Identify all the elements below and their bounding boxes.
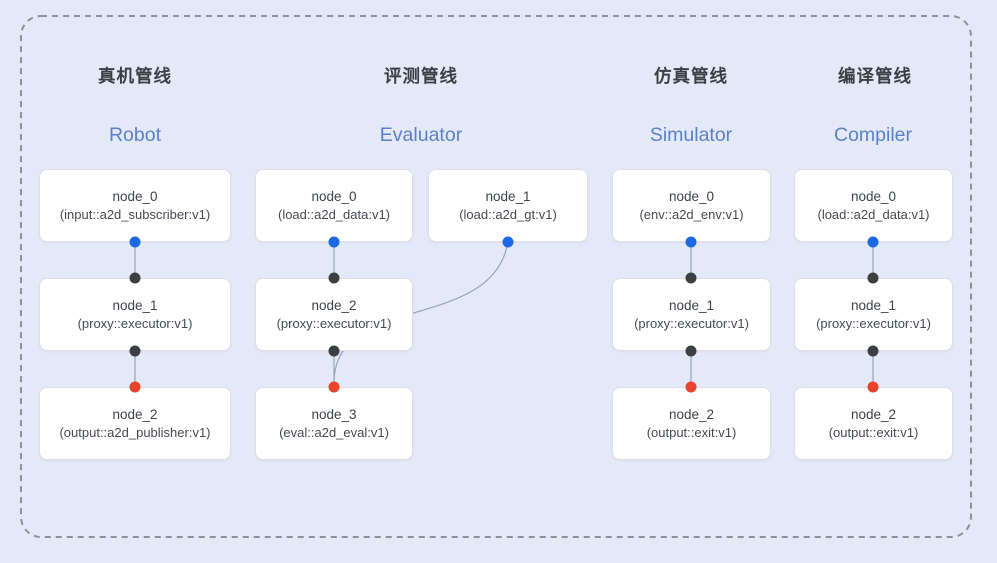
simulator-node-2: node_2 (output::exit:v1): [612, 387, 771, 460]
node-subtitle: (proxy::executor:v1): [276, 316, 392, 332]
sink-port-dot: [328, 381, 340, 393]
robot-node-1: node_1 (proxy::executor:v1): [39, 278, 231, 351]
evaluator-node-0: node_0 (load::a2d_data:v1): [255, 169, 413, 242]
source-port-dot: [685, 236, 697, 248]
node-subtitle: (load::a2d_gt:v1): [459, 207, 557, 223]
sink-port-dot: [685, 381, 697, 393]
node-subtitle: (output::exit:v1): [828, 425, 919, 441]
node-title: node_1: [485, 188, 531, 204]
simulator-node-0: node_0 (env::a2d_env:v1): [612, 169, 771, 242]
compiler-node-0: node_0 (load::a2d_data:v1): [794, 169, 953, 242]
source-port-dot: [502, 236, 514, 248]
compiler-node-2: node_2 (output::exit:v1): [794, 387, 953, 460]
input-port-dot: [129, 272, 141, 284]
node-subtitle: (eval::a2d_eval:v1): [279, 425, 389, 441]
node-title: node_2: [112, 406, 158, 422]
output-port-dot: [867, 345, 879, 357]
evaluator-node-3: node_3 (eval::a2d_eval:v1): [255, 387, 413, 460]
input-port-dot: [328, 272, 340, 284]
node-title: node_2: [668, 406, 715, 422]
node-subtitle: (input::a2d_subscriber:v1): [59, 207, 211, 223]
source-port-dot: [328, 236, 340, 248]
node-title: node_3: [311, 406, 357, 422]
dashed-container-border: [20, 15, 972, 538]
node-title: node_0: [112, 188, 158, 204]
node-title: node_2: [850, 406, 897, 422]
node-title: node_1: [112, 297, 158, 313]
sink-port-dot: [867, 381, 879, 393]
node-subtitle: (output::exit:v1): [646, 425, 737, 441]
output-port-dot: [129, 345, 141, 357]
source-port-dot: [129, 236, 141, 248]
sink-port-dot: [129, 381, 141, 393]
node-subtitle: (load::a2d_data:v1): [817, 207, 930, 223]
compiler-node-1: node_1 (proxy::executor:v1): [794, 278, 953, 351]
edge-eval-node1-node3-curve: [333, 241, 509, 388]
node-title: node_2: [311, 297, 357, 313]
node-subtitle: (proxy::executor:v1): [634, 316, 749, 332]
node-subtitle: (proxy::executor:v1): [77, 316, 193, 332]
node-subtitle: (proxy::executor:v1): [816, 316, 931, 332]
node-title: node_0: [668, 188, 715, 204]
evaluator-node-1: node_1 (load::a2d_gt:v1): [428, 169, 588, 242]
robot-node-2: node_2 (output::a2d_publisher:v1): [39, 387, 231, 460]
source-port-dot: [867, 236, 879, 248]
node-title: node_1: [668, 297, 715, 313]
node-subtitle: (load::a2d_data:v1): [277, 207, 391, 223]
node-title: node_0: [850, 188, 897, 204]
node-title: node_1: [850, 297, 897, 313]
output-port-dot: [685, 345, 697, 357]
input-port-dot: [685, 272, 697, 284]
input-port-dot: [867, 272, 879, 284]
node-subtitle: (env::a2d_env:v1): [639, 207, 744, 223]
output-port-dot: [328, 345, 340, 357]
node-subtitle: (output::a2d_publisher:v1): [59, 425, 211, 441]
node-title: node_0: [311, 188, 357, 204]
